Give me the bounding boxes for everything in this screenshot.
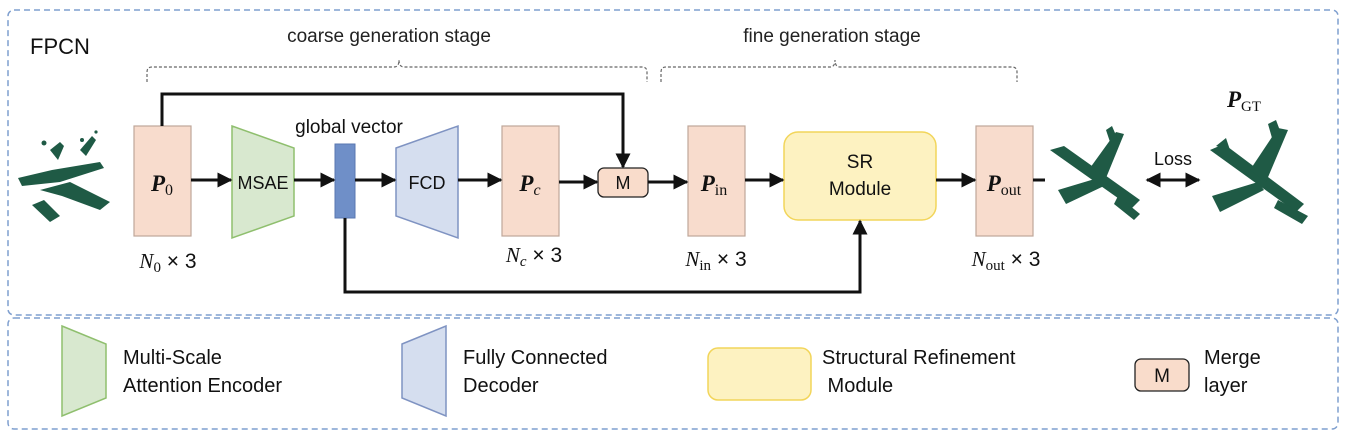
pc-block [501,125,560,237]
merge-label: M [616,173,631,193]
msae-encoder [231,124,295,240]
pout-label: Pout [986,171,1022,199]
fine-stage-brace [660,59,1018,82]
legend-msae-icon [61,324,107,418]
flow-arrows [160,92,1045,294]
pipeline-frame [7,9,1339,316]
pin-dim: Nin × 3 [684,247,746,274]
coarse-stage-label: coarse generation stage [287,26,491,47]
skip-vector-sr [343,218,868,294]
pc-label: Pc [518,171,540,199]
fine-stage-label: fine generation stage [743,26,920,47]
skip-p0-merge [160,92,631,169]
pc-dim: Nc × 3 [505,243,562,270]
legend-sr-icon [707,347,812,401]
sr-module-line2: Module [829,179,891,200]
legend-msae-line2: Attention Encoder [123,375,282,397]
legend-fcd-line2: Decoder [463,375,539,397]
legend-merge-line1: Merge [1204,347,1261,369]
pin-label: Pin [700,171,728,199]
input-partial-airplane [18,130,110,222]
output-airplane [1050,126,1140,220]
legend-sr-line1: Structural Refinement [822,347,1016,369]
pout-dim: Nout × 3 [971,247,1041,274]
sr-module-line1: SR [847,152,873,173]
global-vector-bar [334,143,356,219]
coarse-stage-brace [146,59,648,82]
legend-merge-icon [1134,358,1190,392]
legend-merge-icon-label: M [1154,366,1170,387]
legend-frame [7,317,1339,430]
legend-fcd-line1: Fully Connected [463,347,608,369]
msae-label: MSAE [237,173,288,193]
global-vector-label: global vector [295,117,403,138]
framework-name: FPCN [30,34,90,59]
p0-label: P0 [150,171,173,199]
legend-merge-line2: layer [1204,375,1248,397]
pout-block [975,125,1034,237]
pin-block [687,125,746,237]
p0-dim: N0 × 3 [138,249,196,276]
legend-sr-line2: Module [822,375,893,397]
fcd-label: FCD [409,173,446,193]
sr-module [783,131,937,221]
loss-label: Loss [1154,149,1192,169]
ground-truth-airplane [1210,120,1308,224]
pgt-label: PGT [1226,87,1261,115]
legend-fcd-icon [401,324,447,418]
legend-msae-line1: Multi-Scale [123,347,222,369]
fcd-decoder [395,124,459,240]
